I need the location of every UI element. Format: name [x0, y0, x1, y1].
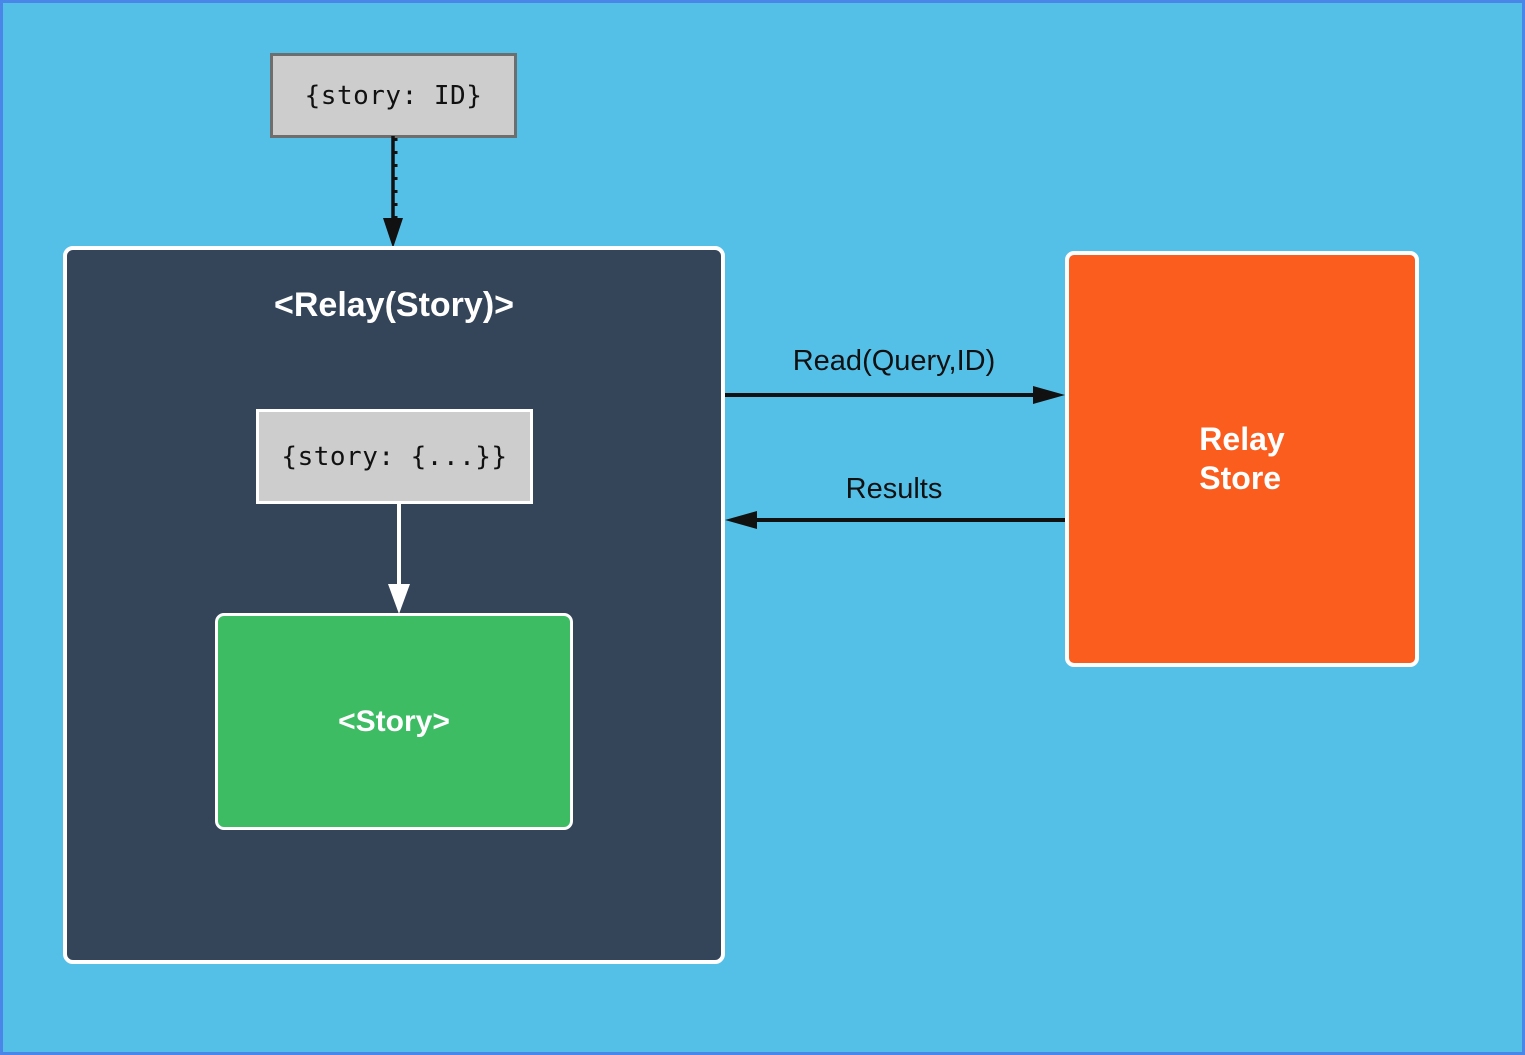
arrow-read-query [725, 385, 1065, 405]
story-box: <Story> [215, 613, 573, 830]
story-props-label: {story: {...}} [281, 441, 508, 472]
story-id-box: {story: ID} [270, 53, 517, 138]
story-props-box: {story: {...}} [256, 409, 533, 504]
results-label: Results [845, 473, 943, 505]
relay-story-container: <Relay(Story)> {story: {...}} <Story> [63, 246, 725, 964]
story-id-label: {story: ID} [304, 80, 483, 111]
arrow-props-to-story [385, 504, 415, 616]
read-query-label: Read(Query,ID) [792, 345, 996, 377]
arrowhead-down-icon [383, 218, 403, 248]
arrow-results [725, 510, 1065, 530]
story-label: <Story> [338, 704, 450, 738]
relay-store-line2: Store [1199, 460, 1282, 496]
relay-store-line1: Relay [1199, 421, 1285, 457]
relay-store-box: Relay Store [1065, 251, 1419, 667]
relay-story-title: <Relay(Story)> [274, 286, 514, 324]
arrowhead-down-icon [388, 584, 410, 614]
arrowhead-left-icon [725, 511, 757, 529]
relay-store-label: Relay Store [1199, 420, 1284, 498]
arrow-input-to-relay [379, 136, 409, 250]
arrowhead-right-icon [1033, 386, 1065, 404]
